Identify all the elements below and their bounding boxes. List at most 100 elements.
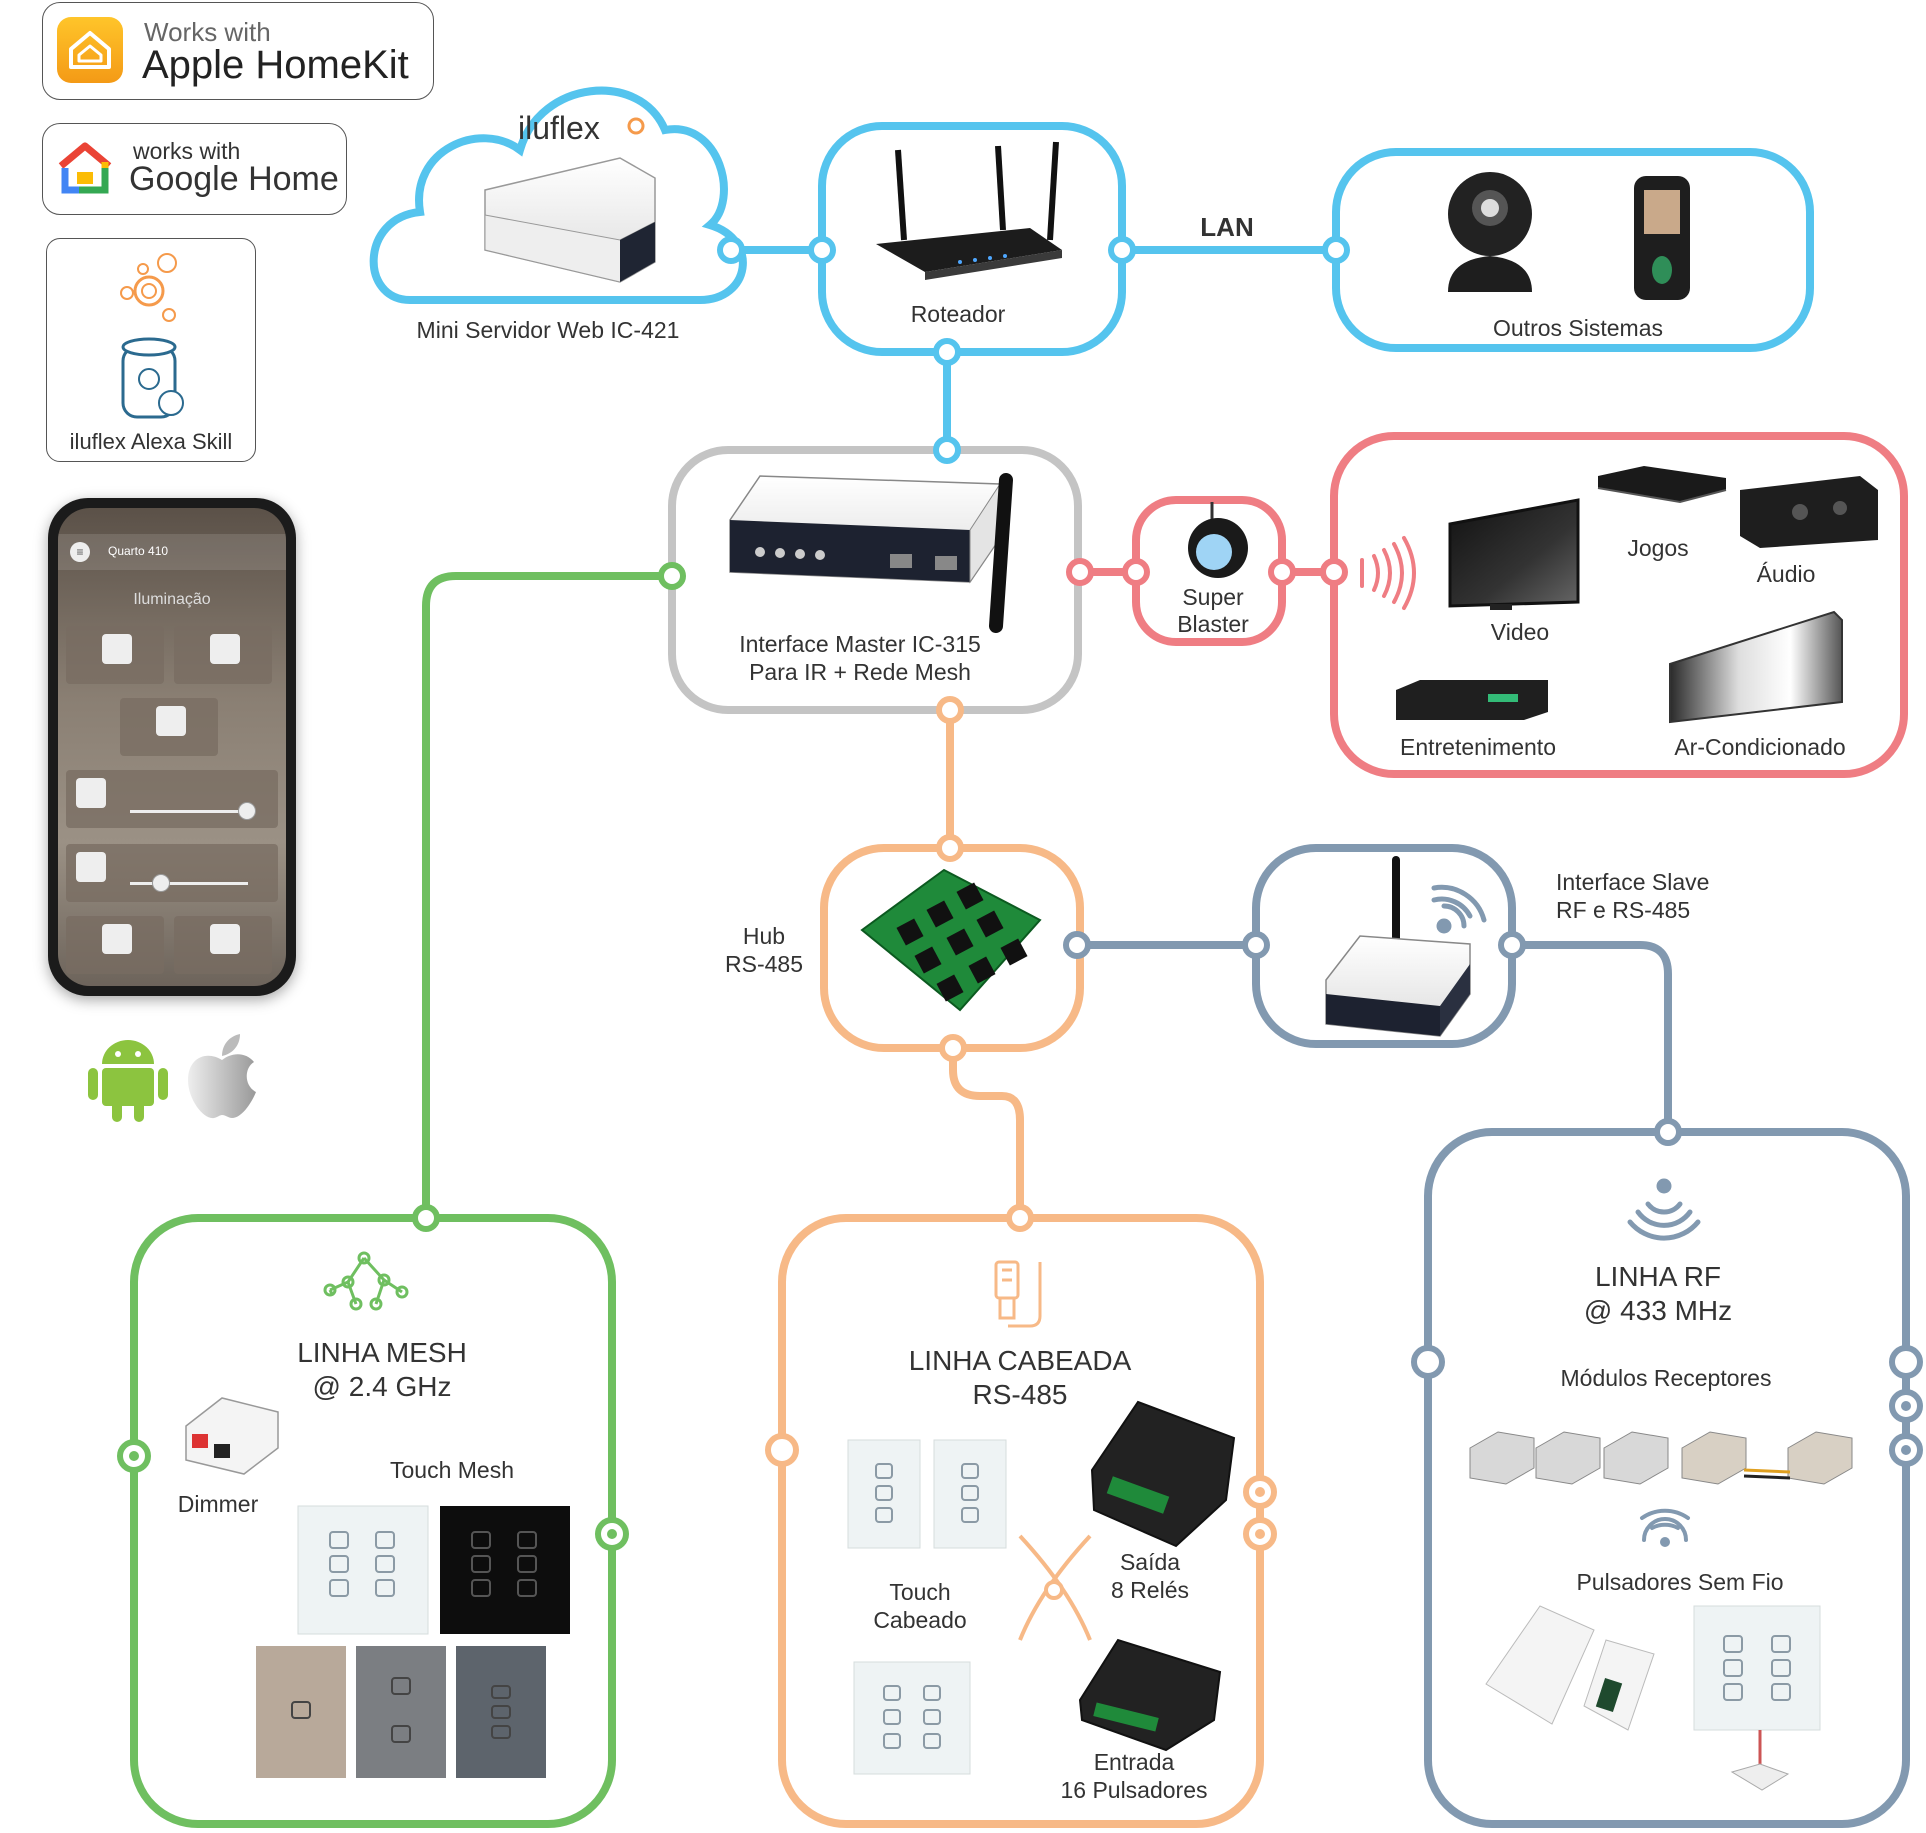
port-node (933, 436, 961, 464)
google-line2: Google Home (129, 160, 339, 198)
port-node (1320, 558, 1348, 586)
port-node (1108, 236, 1136, 264)
alexa-skill-badge: iluflex Alexa Skill (46, 238, 256, 462)
ip-camera-device (1448, 172, 1532, 292)
port-node (1498, 931, 1526, 959)
master-interface-device (729, 473, 1013, 633)
receiver-modules (1469, 1431, 1853, 1485)
port-node (1066, 558, 1094, 586)
port-node (1411, 1345, 1445, 1379)
port-node (1268, 558, 1296, 586)
entretenimento-label: Entretenimento (1400, 734, 1556, 760)
phone-screen: ≡ Quarto 410 Iluminação (58, 508, 286, 986)
dimmer-slider[interactable] (130, 882, 248, 885)
hub-cabeada-link (949, 1044, 1024, 1222)
dimmer-knob[interactable] (238, 802, 256, 820)
port-node (412, 1204, 440, 1232)
set-top-box-device (1396, 680, 1548, 720)
cabeada-title-line1: LINHA CABEADA (909, 1345, 1132, 1376)
hub-label-line1: Hub (743, 923, 785, 949)
pulsadores-label: Pulsadores Sem Fio (1576, 1569, 1783, 1595)
lamp-icon (102, 924, 132, 954)
lan-label: LAN (1200, 212, 1253, 242)
mini-server-label: Mini Servidor Web IC-421 (417, 317, 680, 343)
mesh-title-line2: @ 2.4 GHz (313, 1371, 452, 1402)
dimmer-knob[interactable] (152, 874, 170, 892)
touch-cabeado-line2: Cabeado (873, 1607, 966, 1633)
wiring-cross-icon (1018, 1534, 1092, 1641)
app-header (58, 534, 286, 570)
lamp-icon (76, 778, 106, 808)
dimmer-device (185, 1397, 279, 1475)
homekit-icon (57, 17, 123, 83)
homekit-line1: Works with (144, 17, 271, 47)
port-node (936, 696, 964, 724)
iluflex-logo: iluflex (518, 110, 600, 146)
port-node (1889, 1345, 1923, 1379)
jogos-label: Jogos (1627, 535, 1688, 561)
hub-rs485-device (860, 868, 1042, 1012)
lamp-icon (102, 634, 132, 664)
port-node (765, 1433, 799, 1467)
ar-condicionado-label: Ar-Condicionado (1674, 734, 1845, 760)
super-blaster-device (1188, 502, 1248, 578)
router-device (876, 141, 1062, 280)
touch-cabeado-switches (847, 1439, 1007, 1775)
entrada-line1: Entrada (1094, 1749, 1175, 1775)
port-node (1063, 931, 1091, 959)
google-line1: works with (133, 138, 241, 164)
mesh-title-line1: LINHA MESH (297, 1337, 467, 1368)
slave-rf-link (1508, 941, 1672, 1136)
port-node (717, 236, 745, 264)
blaster-label-line2: Blaster (1177, 611, 1249, 637)
game-console-device (1597, 466, 1727, 504)
google-home-badge: works with Google Home (42, 123, 347, 215)
port-node (939, 1034, 967, 1062)
dimmer-tile[interactable] (66, 844, 278, 902)
mesh-network-icon (323, 1251, 409, 1311)
light-tile[interactable] (120, 698, 218, 756)
dimmer-label: Dimmer (178, 1491, 259, 1517)
saida-line1: Saída (1120, 1549, 1180, 1575)
port-node (936, 834, 964, 862)
dimmer-slider[interactable] (130, 810, 248, 813)
light-tile[interactable] (174, 626, 272, 684)
cabeada-title-line2: RS-485 (973, 1379, 1068, 1410)
wifi-icon (1640, 1508, 1690, 1547)
port-node (658, 562, 686, 590)
smartphone-app: ≡ Quarto 410 Iluminação (48, 498, 296, 996)
slave-label-line1: Interface Slave (1556, 869, 1709, 895)
relay-output-module (1090, 1400, 1236, 1548)
google-home-icon (58, 142, 112, 194)
router-label: Roteador (911, 301, 1006, 327)
section-title: Iluminação (133, 591, 211, 608)
wireless-pushbuttons (1485, 1605, 1821, 1791)
port-node (1322, 236, 1350, 264)
alexa-label: iluflex Alexa Skill (69, 429, 233, 454)
touch-mesh-switches (256, 1505, 570, 1778)
ethernet-cable-icon (994, 1260, 1042, 1328)
homekit-line2: Apple HomeKit (142, 43, 409, 87)
master-label-line1: Interface Master IC-315 (739, 631, 981, 657)
room-name: Quarto 410 (108, 544, 169, 558)
apple-icon (188, 1034, 256, 1119)
lamp-icon (210, 634, 240, 664)
menu-icon[interactable]: ≡ (70, 542, 90, 562)
master-label-line2: Para IR + Rede Mesh (749, 659, 971, 685)
light-tile[interactable] (66, 916, 164, 974)
other-systems-label: Outros Sistemas (1493, 315, 1663, 341)
port-node (1242, 931, 1270, 959)
port-node (808, 236, 836, 264)
air-conditioner-device (1669, 610, 1843, 724)
port-node (1122, 558, 1150, 586)
android-icon (88, 1040, 168, 1122)
blaster-label-line1: Super (1182, 584, 1244, 610)
touch-mesh-label: Touch Mesh (390, 1457, 514, 1483)
modulos-label: Módulos Receptores (1561, 1365, 1772, 1391)
light-tile[interactable] (66, 626, 164, 684)
saida-line2: 8 Relés (1111, 1577, 1189, 1603)
apple-homekit-badge: Works with Apple HomeKit (42, 2, 434, 100)
audio-receiver-device (1740, 476, 1878, 548)
light-tile[interactable] (174, 916, 272, 974)
